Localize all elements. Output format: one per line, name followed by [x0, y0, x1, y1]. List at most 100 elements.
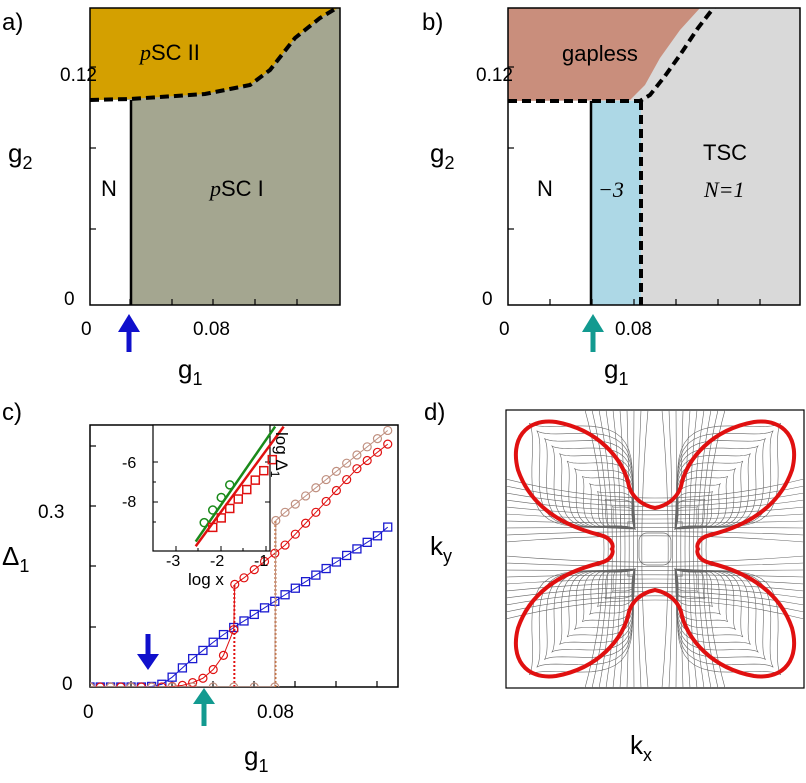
inset-series-1-point-7	[267, 454, 278, 465]
inset-series-0-point-2	[216, 492, 226, 503]
series-1-point-12	[208, 664, 218, 675]
series-2-point-15	[321, 474, 331, 485]
series-0-point-23	[321, 563, 331, 574]
contour-line	[506, 513, 804, 520]
contour-line	[688, 410, 698, 688]
series-line-1	[90, 443, 389, 687]
contour-line	[680, 410, 684, 688]
contour-line	[641, 410, 649, 688]
chern-number-label: N=1	[703, 177, 745, 202]
series-0-point-27	[362, 537, 372, 548]
series-1-point-5	[136, 682, 146, 687]
series-1-point-7	[157, 682, 167, 687]
inset-series-1-point-5	[250, 475, 261, 485]
contour-line	[506, 587, 804, 599]
panel-a-ylabel: g2	[8, 138, 32, 173]
series-2-point-6	[208, 682, 218, 687]
contour-line	[506, 520, 804, 524]
series-2-point-9	[270, 682, 280, 687]
contour-line	[506, 531, 804, 536]
panel-c-xtick-0: 0	[83, 702, 94, 723]
series-2-point-12	[290, 499, 300, 509]
psc2-label: pSC II	[138, 40, 200, 65]
panel-a-xtick-0: 0	[81, 319, 92, 340]
panel-a-ytick-0: 0	[64, 289, 75, 310]
series-0-point-19	[280, 590, 290, 600]
series-1-point-14	[229, 625, 239, 635]
series-1-point-30	[383, 439, 393, 449]
inset-data	[194, 425, 285, 548]
panel-b-xtick-0.08: 0.08	[615, 319, 652, 340]
contour-line	[528, 422, 636, 530]
series-0-point-17	[259, 603, 270, 613]
series-0-point-26	[352, 544, 362, 554]
arrow-up-icon	[193, 688, 215, 726]
panel-a-ytick-0.12: 0.12	[60, 65, 97, 86]
contour-line	[528, 568, 636, 676]
inset-ytick--8: -8	[122, 494, 136, 511]
series-1-point-9	[177, 680, 187, 687]
normal-region-b	[508, 101, 591, 305]
panel-c-xlabel: g1	[244, 741, 268, 776]
series-0-point-10	[188, 653, 198, 664]
series-1-point-16	[239, 573, 249, 583]
series-2-point-11	[280, 507, 290, 517]
series-1-point-15	[230, 579, 240, 589]
panel-c-ytick-0.3: 0.3	[38, 502, 64, 523]
inset-ytick--6: -6	[122, 455, 136, 472]
inset-xtick--2: -2	[210, 553, 224, 570]
contour-line	[506, 574, 804, 578]
contour-line	[584, 410, 605, 688]
series-2-point-8	[249, 682, 259, 687]
series-0-point-15	[239, 616, 249, 626]
series-0-point-18	[270, 596, 280, 606]
contour-line	[638, 532, 672, 566]
contour-line	[506, 555, 804, 563]
series-2-point-20	[372, 434, 383, 444]
contour-line	[506, 535, 804, 543]
contour-line	[668, 410, 673, 688]
contour-line	[605, 410, 617, 688]
series-1-point-26	[342, 474, 352, 485]
inset-series-1-point-0	[207, 522, 218, 533]
panel-a-ticks	[90, 66, 298, 305]
panel-b-xlabel: g1	[604, 354, 628, 389]
inset-xlabel: log x	[188, 570, 224, 589]
inset-series-1-point-6	[259, 465, 269, 476]
contour-line	[506, 562, 804, 567]
inset-ylabel: log Δ1	[268, 432, 291, 478]
minus3-region	[591, 101, 641, 305]
series-2-point-17	[342, 458, 352, 468]
panel-a: a) 0.12 0 0 0.08 g1 g2 pSC II pSC I N	[2, 7, 341, 389]
panel-b-ylabel: g2	[430, 138, 454, 173]
panel-c-tag: c)	[2, 399, 22, 426]
panel-c-ytick-0: 0	[62, 674, 73, 695]
panel-b-xtick-0: 0	[499, 319, 510, 340]
series-line-2	[90, 430, 389, 687]
series-0-point-12	[208, 637, 218, 647]
contour-line	[705, 410, 726, 688]
panel-b: b) 0.12 0 0 0.08 g1 g2 gapless TSC N=1 N…	[422, 7, 801, 389]
panel-c-data	[90, 425, 393, 687]
series-1-point-27	[352, 464, 362, 474]
contour-line	[674, 422, 782, 530]
inset-fit-1	[194, 425, 285, 548]
series-0-point-9	[177, 663, 188, 673]
gapless-region	[508, 8, 800, 101]
contour-line	[506, 499, 804, 511]
inset-plot: -6 -8 -3 -2 -1 log x log Δ1	[122, 424, 291, 589]
panel-d-frame	[505, 409, 805, 689]
series-2-point-19	[362, 442, 372, 452]
contour-line	[506, 578, 804, 585]
contour-line	[626, 410, 630, 688]
series-0-point-7	[157, 679, 167, 687]
boundary-dashed-b	[508, 8, 716, 103]
inset-series-1-point-4	[242, 484, 252, 495]
series-2-point-18	[352, 450, 362, 460]
contour-line	[693, 410, 705, 688]
normal-label: N	[101, 176, 117, 201]
series-1-point-11	[198, 673, 208, 683]
panel-a-xlabel: g1	[178, 354, 202, 389]
inset-series-0-point-3	[224, 480, 235, 490]
series-1-point-24	[321, 496, 331, 507]
